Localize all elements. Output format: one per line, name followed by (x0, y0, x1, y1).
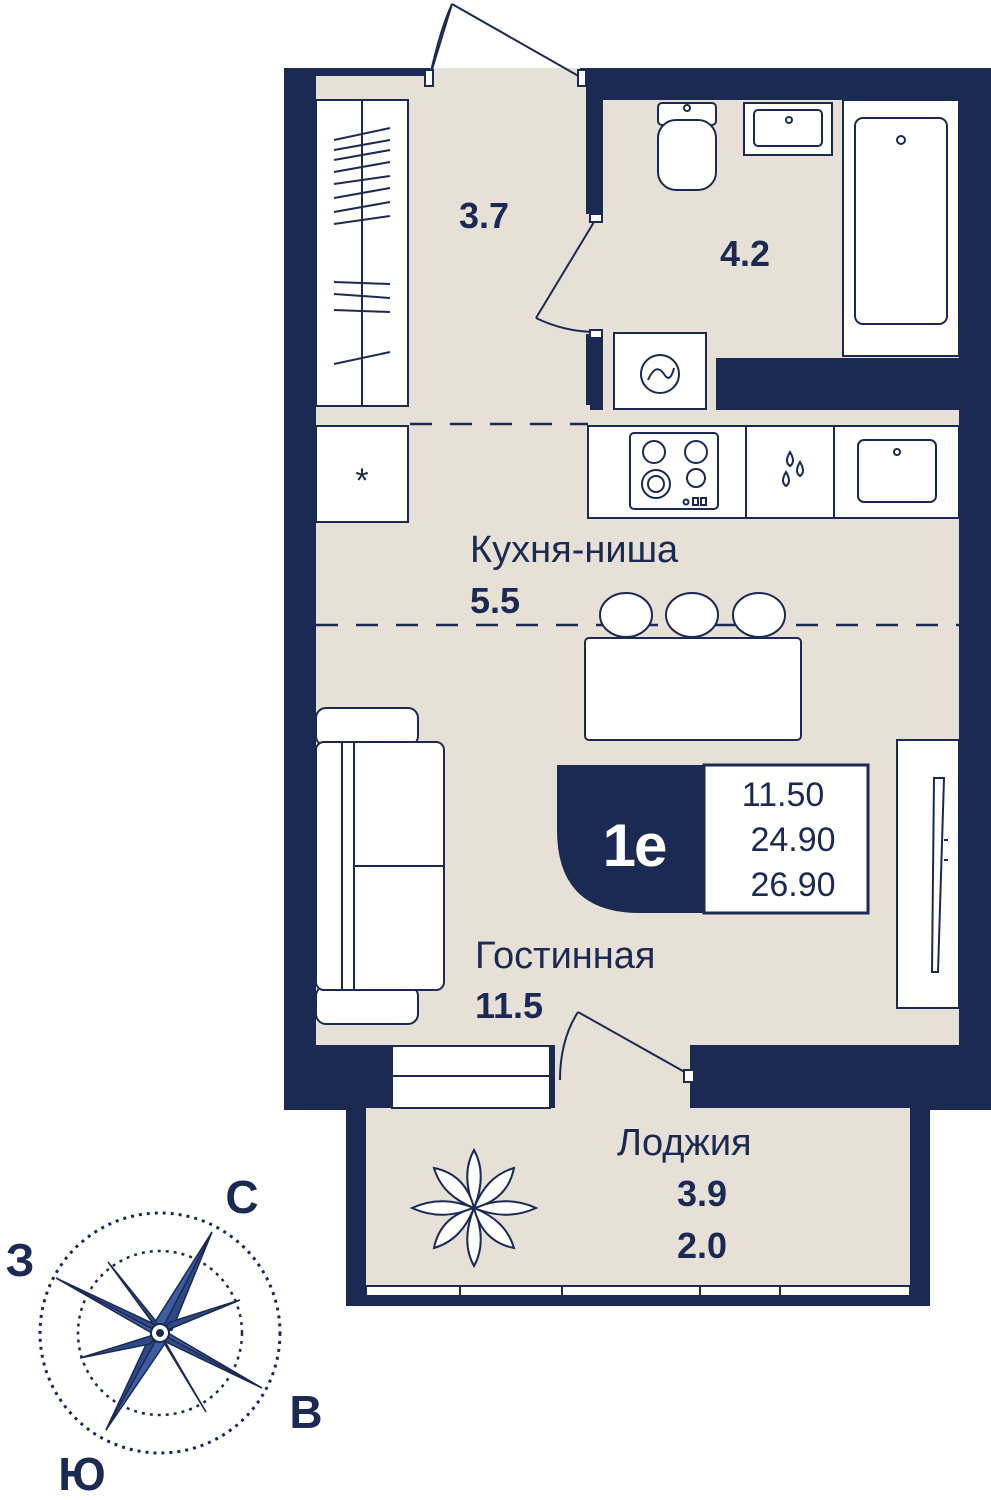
living-name: Гостинная (475, 935, 655, 977)
compass-west: З (6, 1234, 35, 1286)
stool-icon (732, 592, 786, 638)
loggia-door-opening (555, 1043, 690, 1113)
doors (424, 3, 695, 1083)
loggia-area-1: 3.9 (677, 1173, 727, 1214)
living-area: 11.5 (475, 985, 543, 1026)
fridge (315, 425, 409, 523)
bath-door-opening (584, 214, 606, 334)
loggia-area-2: 2.0 (677, 1225, 727, 1266)
badge-values-box (702, 763, 870, 915)
badge-value-3: 26.90 (750, 866, 835, 904)
stool-icon (599, 592, 653, 638)
compass-north: С (225, 1171, 258, 1223)
dining (584, 592, 802, 741)
water-drops-icon (782, 450, 804, 488)
bathroom-fixtures (613, 99, 960, 410)
fridge-star-icon: * (355, 462, 368, 500)
hall-opening (410, 405, 590, 415)
badge-code-bg (557, 765, 704, 913)
bathroom-area: 4.2 (720, 233, 770, 274)
kitchen-area: 5.5 (470, 580, 520, 621)
kitchen-counter (587, 425, 960, 519)
sofa-icon (315, 707, 445, 1025)
bench (391, 1045, 551, 1109)
wardrobe (315, 99, 409, 407)
loggia-name: Лоджия (617, 1122, 752, 1164)
plant-icon (409, 1147, 539, 1269)
stool-icon (665, 592, 719, 638)
tv-cabinet (896, 739, 960, 1009)
apartment-badge (557, 763, 870, 915)
hall-area: 3.7 (459, 195, 509, 236)
kitchen-name: Кухня-ниша (470, 529, 679, 571)
badge-value-2: 24.90 (750, 821, 835, 859)
dining-table (584, 637, 802, 741)
entrance-opening (430, 68, 580, 78)
loggia-window (365, 1285, 911, 1297)
kitchen-sink-icon (857, 439, 937, 503)
hangers (333, 127, 391, 365)
compass-south: Ю (58, 1448, 105, 1500)
compass-rose-icon (38, 1211, 282, 1455)
stove-icon (629, 432, 719, 510)
badge-code: 1е (603, 812, 666, 879)
compass-east: В (289, 1386, 322, 1438)
badge-value-1: 11.50 (742, 776, 825, 814)
